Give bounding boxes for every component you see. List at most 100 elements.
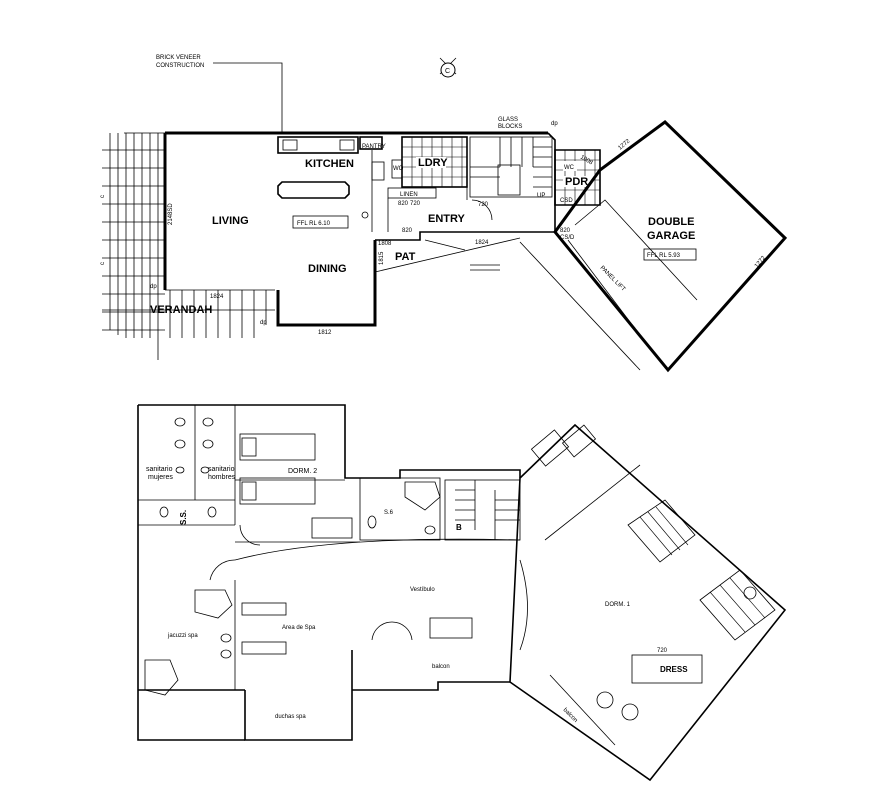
csd-label: CS/D [560, 235, 575, 241]
sink-icon [282, 139, 298, 151]
dim-720-b: 720 [478, 202, 489, 208]
pat-diagonal [374, 237, 521, 273]
vestibulo-curve-right [519, 559, 528, 651]
room-label-dorm1: DORM. 1 [605, 602, 631, 608]
garage-label-line2: GARAGE [647, 230, 695, 242]
jacuzzi-spa [144, 659, 179, 696]
dim-1808: 1808 [378, 241, 392, 247]
room-label-balcon-2: balcon [562, 707, 579, 724]
dim-1008: 1008 [579, 155, 594, 167]
garage-walls [553, 120, 788, 373]
duchas-walls [244, 690, 353, 741]
spa-jacuzzi-upper [194, 589, 233, 619]
dim-1812: 1812 [318, 330, 332, 336]
sanitario-hombres-line1: sanitario [208, 466, 235, 473]
sanitario-hombres-line2: hombres [208, 474, 236, 481]
room-label-jacuzzi: jacuzzi spa [167, 633, 198, 639]
balcon-railing [549, 674, 616, 746]
room-label-s6: S.6 [384, 510, 394, 516]
spa-door-swing [209, 559, 236, 581]
room-label-vestibulo: Vestíbulo [410, 587, 435, 593]
garage-inner-line [567, 239, 656, 356]
dim-820-entry: 820 [402, 228, 413, 234]
spa-chair-1 [220, 633, 232, 643]
bath-s6 [359, 477, 441, 541]
dp-label-1: dp [551, 121, 558, 127]
construction-note-line2: CONSTRUCTION [156, 63, 204, 69]
driveway-edge [519, 241, 641, 371]
csd2-label: CSD [560, 198, 573, 204]
room-label-dining: DINING [308, 263, 347, 275]
garage-label-line1: DOUBLE [648, 216, 694, 228]
room-label-entry: ENTRY [428, 213, 466, 225]
staircase [469, 136, 553, 198]
room-label-pantry: PANTRY [362, 144, 386, 150]
chair-dorm1-b [621, 703, 639, 721]
room-label-ss: S.S. [179, 510, 188, 525]
stair-up-label: UP [537, 193, 545, 199]
dim-1824-b: 1824 [475, 240, 489, 246]
dim-2148: 2148SD [168, 203, 174, 225]
sofa-vestibulo [429, 617, 473, 639]
dp-label-2: dp [150, 284, 157, 290]
room-label-verandah: VERANDAH [150, 304, 212, 316]
entry-wall [375, 231, 555, 241]
path-line [424, 239, 466, 251]
washer-icon [391, 159, 403, 179]
fridge-icon [371, 161, 385, 181]
spa-lounger-1 [241, 602, 287, 616]
cooktop-icon [339, 139, 355, 151]
deck-boards [102, 132, 275, 360]
chair-dorm1-a [596, 691, 614, 709]
dress-room [631, 654, 703, 684]
lower-floor-plan: sanitario mujeres sanitario hombres S.S.… [137, 404, 787, 782]
glass-blocks-line1: GLASS [498, 117, 518, 123]
balcon-door-swing-a [371, 621, 393, 641]
room-label-linen: LINEN [400, 192, 418, 198]
ffl-tag-box [292, 215, 349, 229]
room-label-kitchen: KITCHEN [305, 158, 354, 170]
bed-dorm2-b [239, 477, 316, 505]
section-marker-label: C [445, 68, 450, 75]
room-label-dress: DRESS [660, 665, 688, 674]
dorm1-walls [509, 423, 787, 782]
spa-chair-2 [220, 649, 232, 659]
dorm2-door-swing [239, 524, 261, 546]
south-wall [276, 240, 377, 327]
bath-fixture-icon [743, 586, 757, 600]
glass-blocks-line2: BLOCKS [498, 124, 522, 130]
dim-820-b: 820 [560, 228, 571, 234]
stair-wall [547, 132, 556, 232]
corner-tub [404, 481, 441, 511]
ffl-main-level: FFL RL 6.10 [297, 221, 331, 227]
axis-c-bottom: c [100, 262, 106, 265]
upper-floor-plan: BRICK VENEER CONSTRUCTION C [100, 55, 788, 373]
dorm1-bath-tiles [699, 569, 776, 641]
dim-1815: 1815 [379, 251, 385, 265]
dim-1824: 1824 [210, 294, 224, 300]
lower-west-wall [137, 405, 245, 741]
garage-ffl-box [643, 248, 697, 261]
linen-box [387, 187, 437, 199]
desk-dorm2 [311, 517, 353, 539]
sanitario-mujeres-line2: mujeres [148, 474, 173, 481]
laundry-label-bg [416, 157, 446, 168]
room-label-living: LIVING [212, 215, 249, 227]
entry-door-swing [471, 199, 493, 221]
balcon-south-wall [352, 681, 510, 691]
room-label-b: B [456, 523, 462, 532]
kitchen-counter [277, 136, 359, 154]
ffl-garage-level: FFL RL 5.93 [647, 253, 681, 259]
balcon-door-swing-b [391, 621, 413, 641]
pillow-a [241, 437, 257, 457]
pdr-label-bg [563, 176, 591, 187]
toilet-icons [159, 417, 217, 518]
construction-note-line1: BRICK VENEER [156, 55, 201, 61]
dim-820-a: 820 [398, 201, 409, 207]
lower-staircase [444, 479, 521, 541]
pillow-b [241, 481, 257, 501]
axis-c-top: c [100, 195, 106, 198]
room-label-laundry: LDRY [418, 157, 448, 169]
room-label-dorm2: DORM. 2 [288, 468, 317, 475]
